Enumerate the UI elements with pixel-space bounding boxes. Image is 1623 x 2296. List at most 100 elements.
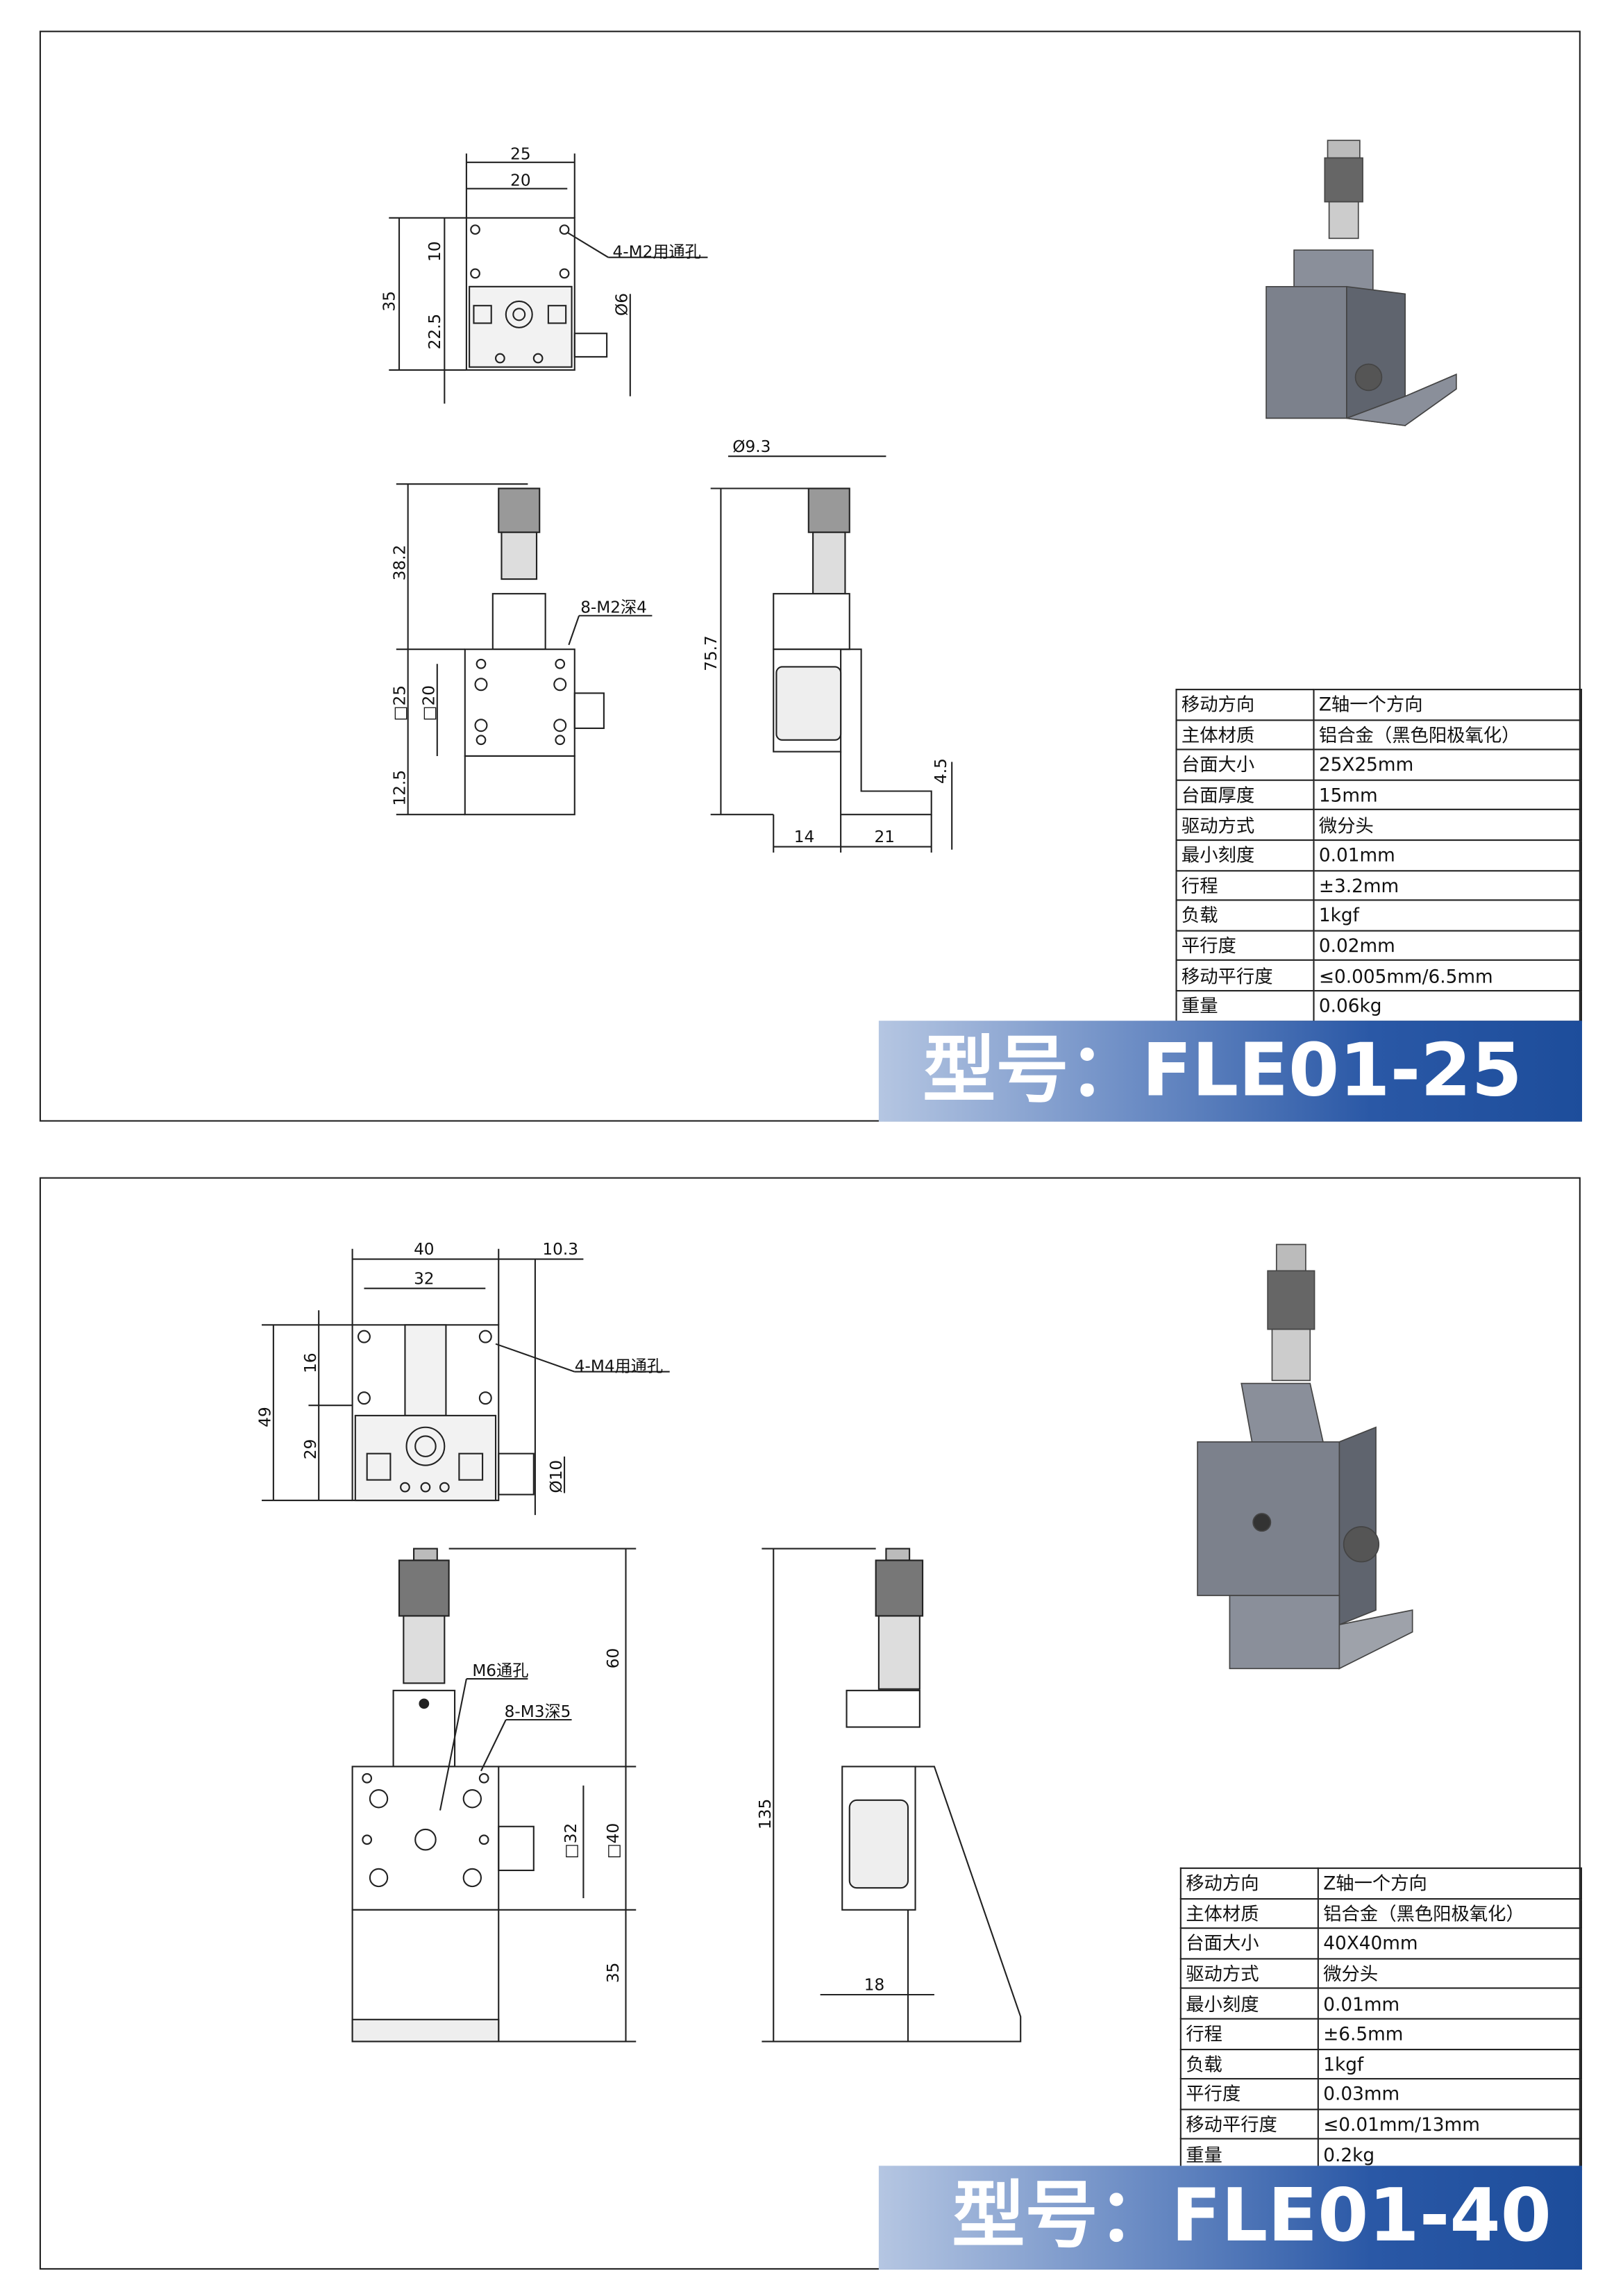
- spec-value: 1kgf: [1313, 899, 1583, 932]
- spec-row: 主体材质铝合金（黑色阳极氧化）: [1179, 1897, 1583, 1929]
- spec-label: 台面大小: [1179, 1927, 1319, 1959]
- dim-front-square-inner: □32: [562, 1823, 580, 1859]
- spec-label: 主体材质: [1175, 719, 1315, 751]
- label-mount-holes: 4-M4用通孔: [575, 1358, 663, 1376]
- spec-value: ≤0.01mm/13mm: [1317, 2108, 1583, 2140]
- spec-label: 主体材质: [1179, 1897, 1319, 1929]
- spec-label: 重量: [1175, 989, 1315, 1022]
- spec-label: 台面厚度: [1175, 779, 1315, 811]
- dim-front-base: 35: [605, 1963, 623, 1983]
- spec-value: ≤0.005mm/6.5mm: [1313, 960, 1583, 991]
- spec-value: 0.2kg: [1317, 2138, 1583, 2170]
- spec-value: 1kgf: [1317, 2048, 1583, 2080]
- dim-top-width-inner: 20: [510, 172, 530, 190]
- spec-row: 主体材质铝合金（黑色阳极氧化）: [1175, 719, 1583, 751]
- model-banner: 型号：FLE01-25: [878, 1021, 1583, 1122]
- dim-knob-diameter: Ø10: [548, 1460, 566, 1493]
- dim-top-width-outer: 25: [510, 146, 530, 164]
- spec-value: 微分头: [1313, 809, 1583, 841]
- spec-label: 驱动方式: [1175, 809, 1315, 841]
- dim-side-width: 18: [864, 1977, 884, 1995]
- dim-front-base: 12.5: [391, 770, 409, 806]
- model-banner: 型号：FLE01-40: [878, 2165, 1583, 2270]
- dim-side-height: 75.7: [703, 635, 721, 671]
- spec-value: 40X40mm: [1317, 1927, 1583, 1959]
- dim-top-width-outer: 40: [414, 1241, 434, 1259]
- spec-row: 驱动方式微分头: [1179, 1957, 1583, 1990]
- spec-label: 平行度: [1175, 930, 1315, 962]
- technical-drawing-fle01-25: 25 20 35 10 22.5 4-M2用通孔 Ø6 38.2 8-M2深4 …: [381, 140, 1457, 853]
- spec-value: ±3.2mm: [1313, 869, 1583, 901]
- dim-side-width-1: 14: [794, 828, 814, 846]
- dim-front-square-outer: □25: [391, 685, 409, 721]
- spec-value: Z轴一个方向: [1317, 1867, 1583, 1900]
- spec-label: 负载: [1175, 899, 1315, 932]
- dim-top-h2: 22.5: [426, 314, 444, 350]
- spec-label: 行程: [1175, 869, 1315, 901]
- dim-top-width-inner: 32: [414, 1270, 434, 1288]
- spec-label: 移动平行度: [1175, 960, 1315, 991]
- spec-value: 铝合金（黑色阳极氧化）: [1313, 719, 1583, 751]
- dim-top-h1: 10: [426, 242, 444, 262]
- dim-front-height: 60: [605, 1648, 623, 1668]
- spec-label: 最小刻度: [1179, 1988, 1319, 2020]
- spec-value: 0.06kg: [1313, 989, 1583, 1022]
- dim-top-knob-offset: 10.3: [542, 1241, 578, 1259]
- dim-side-diameter: Ø9.3: [732, 438, 771, 456]
- spec-value: ±6.5mm: [1317, 2018, 1583, 2050]
- dim-front-square-outer: □40: [605, 1823, 623, 1859]
- dim-side-width-2: 21: [875, 828, 895, 846]
- spec-value: 0.02mm: [1313, 930, 1583, 962]
- spec-label: 行程: [1179, 2018, 1319, 2050]
- spec-label: 重量: [1179, 2138, 1319, 2170]
- spec-row: 移动平行度≤0.01mm/13mm: [1179, 2108, 1583, 2140]
- spec-value: 0.03mm: [1317, 2078, 1583, 2110]
- spec-label: 移动平行度: [1179, 2108, 1319, 2140]
- spec-value: 0.01mm: [1317, 1988, 1583, 2020]
- technical-drawing-fle01-40: 40 32 10.3 49 16 29 4-M4用通孔 Ø10 M6通孔 8-M…: [257, 1241, 1413, 2043]
- spec-label: 移动方向: [1179, 1867, 1319, 1900]
- spec-value: 0.01mm: [1313, 839, 1583, 871]
- spec-value: Z轴一个方向: [1313, 689, 1583, 721]
- spec-label: 平行度: [1179, 2078, 1319, 2110]
- dim-knob-diameter: Ø6: [614, 293, 632, 316]
- dim-top-h1: 16: [302, 1352, 320, 1373]
- dim-side-height: 135: [757, 1799, 775, 1829]
- dim-front-height: 38.2: [391, 545, 409, 581]
- spec-row: 行程±6.5mm: [1179, 2018, 1583, 2050]
- dim-front-square-inner: □20: [421, 685, 439, 721]
- spec-value: 微分头: [1317, 1957, 1583, 1990]
- product-3d-render: [1265, 140, 1457, 426]
- spec-label: 台面大小: [1175, 748, 1315, 781]
- spec-row: 行程±3.2mm: [1175, 869, 1583, 901]
- drawing-panel-fle01-40: 40 32 10.3 49 16 29 4-M4用通孔 Ø10 M6通孔 8-M…: [39, 1177, 1583, 2270]
- spec-row: 移动平行度≤0.005mm/6.5mm: [1175, 960, 1583, 991]
- drawing-panel-fle01-25: 25 20 35 10 22.5 4-M2用通孔 Ø6 38.2 8-M2深4 …: [39, 31, 1583, 1122]
- spec-value: 15mm: [1313, 779, 1583, 811]
- dim-top-height: 35: [381, 291, 399, 311]
- label-center-hole: M6通孔: [472, 1662, 528, 1680]
- spec-label: 负载: [1179, 2048, 1319, 2080]
- spec-value: 25X25mm: [1313, 748, 1583, 781]
- dim-side-thickness: 4.5: [932, 758, 950, 784]
- spec-label: 移动方向: [1175, 689, 1315, 721]
- spec-label: 驱动方式: [1179, 1957, 1319, 1990]
- dim-top-height: 49: [257, 1407, 275, 1427]
- dim-top-h2: 29: [302, 1439, 320, 1459]
- spec-row: 驱动方式微分头: [1175, 809, 1583, 841]
- label-mount-holes: 4-M2用通孔: [613, 244, 701, 262]
